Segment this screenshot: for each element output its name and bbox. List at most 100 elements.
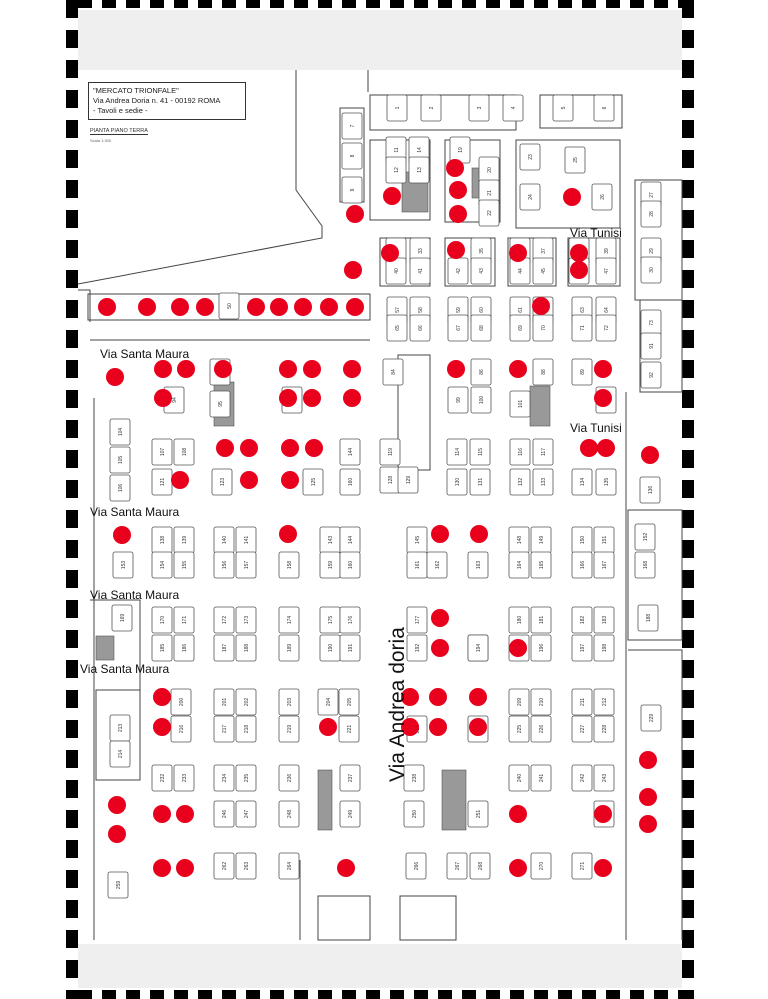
stall-68: 68: [470, 314, 492, 342]
stall-number: 174: [287, 616, 293, 625]
stall-213: 213: [109, 714, 131, 742]
stall-number: 136: [648, 486, 654, 495]
stall-box: [470, 257, 492, 285]
stall-box: [593, 606, 615, 634]
table-marker: [320, 298, 338, 316]
street-label-via-santa-maura-4: Via Santa Maura: [80, 662, 170, 676]
stall-box: [213, 551, 235, 579]
street-label-via-santa-maura-2: Via Santa Maura: [90, 505, 180, 519]
stall-number: 156: [222, 561, 228, 570]
stall-198: 198: [593, 634, 615, 662]
stall-box: [530, 764, 552, 792]
stall-box: [571, 764, 593, 792]
stall-number: 134: [580, 478, 586, 487]
stall-164: 164: [508, 551, 530, 579]
table-marker: [429, 718, 447, 736]
stall-number: 45: [541, 268, 547, 274]
stall-163: 163: [467, 551, 489, 579]
stall-box: [403, 800, 425, 828]
stall-box: [235, 606, 257, 634]
stall-number: 152: [643, 533, 649, 542]
stall-138: 138: [151, 526, 173, 554]
stall-box: [405, 852, 427, 880]
stall-number: 166: [580, 561, 586, 570]
stall-box: [467, 551, 489, 579]
stall-number: 164: [517, 561, 523, 570]
stall-box: [235, 551, 257, 579]
stall-number: 14: [417, 147, 423, 153]
stall-154: 154: [151, 551, 173, 579]
stall-12: 12: [385, 156, 407, 184]
stall-number: 144: [348, 448, 354, 457]
table-marker: [138, 298, 156, 316]
stall-box: [278, 715, 300, 743]
stall-225: 225: [508, 715, 530, 743]
stall-20: 20: [478, 156, 500, 184]
stall-box: [170, 715, 192, 743]
table-marker: [570, 244, 588, 262]
stall-box: [338, 688, 360, 716]
stall-box: [469, 468, 491, 496]
table-marker: [401, 688, 419, 706]
stall-number: 35: [479, 248, 485, 254]
table-marker: [113, 526, 131, 544]
stall-box: [403, 764, 425, 792]
stall-box: [341, 176, 363, 204]
table-marker: [532, 297, 550, 315]
stall-number: 8: [350, 154, 356, 157]
stall-number: 203: [287, 698, 293, 707]
stall-25: 25: [564, 146, 586, 174]
stall-70: 70: [532, 314, 554, 342]
stall-number: 24: [528, 194, 534, 200]
bottom-margin-band: [78, 944, 682, 988]
stall-number: 227: [580, 725, 586, 734]
stall-box: [530, 852, 552, 880]
stall-box: [213, 634, 235, 662]
stall-number: 114: [455, 448, 461, 456]
stall-number: 41: [418, 268, 424, 274]
stall-number: 6: [602, 106, 608, 109]
table-marker: [106, 368, 124, 386]
stall-box: [532, 438, 554, 466]
stall-box: [341, 142, 363, 170]
stall-number: 125: [311, 478, 317, 487]
stall-box: [530, 634, 552, 662]
stall-number: 99: [456, 397, 462, 403]
table-marker: [563, 188, 581, 206]
stall-number: 144: [348, 536, 354, 545]
stall-number: 162: [435, 561, 441, 570]
stall-number: 171: [182, 616, 188, 625]
stall-number: 185: [160, 644, 166, 653]
stall-135: 135: [595, 468, 617, 496]
stall-box: [532, 257, 554, 285]
table-marker: [281, 439, 299, 457]
street-label-via-santa-maura-1: Via Santa Maura: [100, 347, 190, 361]
stall-number: 28: [649, 211, 655, 217]
stall-box: [386, 94, 408, 122]
stall-box: [170, 688, 192, 716]
stall-number: 5: [561, 106, 567, 109]
table-marker: [470, 525, 488, 543]
stall-number: 214: [118, 750, 124, 759]
stall-number: 19: [458, 147, 464, 153]
stall-number: 161: [415, 561, 421, 570]
stall-211: 211: [571, 688, 593, 716]
stall-box: [235, 634, 257, 662]
table-marker: [641, 446, 659, 464]
stall-number: 70: [541, 325, 547, 331]
stall-number: 29: [649, 248, 655, 254]
stall-box: [339, 800, 361, 828]
table-marker: [303, 360, 321, 378]
marker-layer: [98, 159, 659, 877]
table-marker: [214, 360, 232, 378]
stall-number: 157: [244, 561, 250, 570]
stall-number: 92: [649, 372, 655, 378]
stall-number: 13: [417, 167, 423, 173]
stall-number: 12: [394, 167, 400, 173]
stall-number: 211: [580, 698, 586, 706]
stall-47: 47: [595, 257, 617, 285]
stall-number: 225: [517, 725, 523, 734]
stall-box: [278, 764, 300, 792]
stall-box: [213, 715, 235, 743]
stall-181: 181: [530, 606, 552, 634]
